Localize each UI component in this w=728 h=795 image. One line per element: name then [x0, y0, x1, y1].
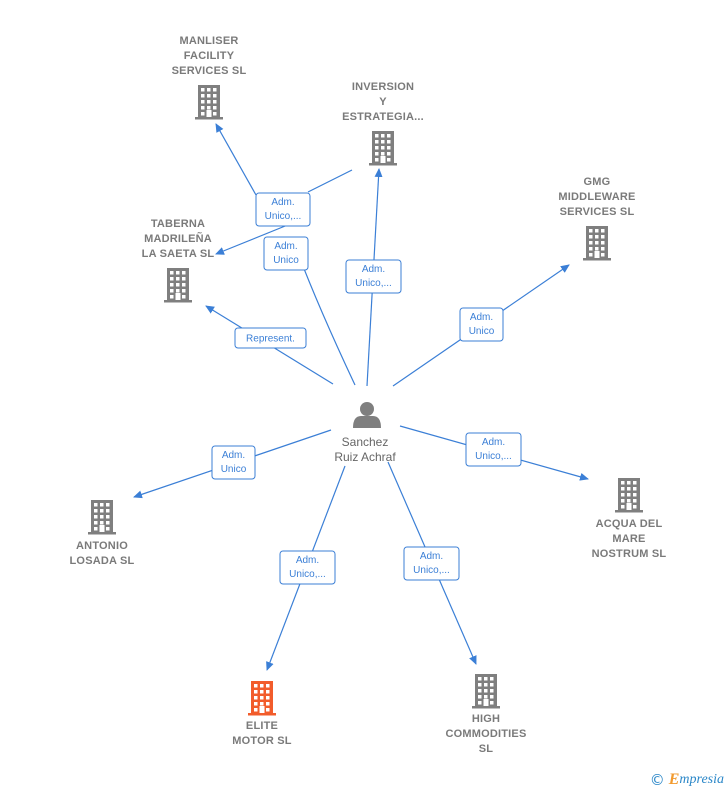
company-label-manliser-line: FACILITY — [184, 50, 235, 62]
company-label-inversion: INVERSION Y ESTRATEGIA... — [342, 81, 424, 123]
role-line: Unico,... — [475, 451, 512, 462]
company-label-acqua-line: NOSTRUM SL — [592, 548, 667, 560]
role-text: Adm. Unico,... — [265, 197, 302, 222]
role-line: Adm. — [482, 437, 505, 448]
company-label-elite-line: MOTOR SL — [232, 735, 292, 747]
role-text: Adm. Unico,... — [475, 437, 512, 462]
company-node-inversion[interactable]: INVERSION Y ESTRATEGIA... — [342, 81, 424, 166]
company-label-high-line: SL — [479, 743, 494, 755]
building-icon[interactable] — [472, 674, 500, 709]
company-label-taberna-line: MADRILEÑA — [144, 232, 212, 245]
role-line: Adm. — [274, 241, 297, 252]
role-line: Adm. — [222, 450, 245, 461]
role-line: Unico — [221, 464, 247, 475]
building-icon[interactable] — [369, 131, 397, 166]
company-label-gmg: GMG MIDDLEWARE SERVICES SL — [558, 176, 635, 218]
company-label-elite-line: ELITE — [246, 720, 278, 732]
company-node-high[interactable]: HIGH COMMODITIES SL — [445, 674, 526, 755]
company-node-manliser[interactable]: MANLISER FACILITY SERVICES SL — [172, 35, 247, 120]
empresia-brand[interactable]: © E mpresia — [650, 771, 724, 789]
company-node-gmg[interactable]: GMG MIDDLEWARE SERVICES SL — [558, 176, 635, 261]
role-text: Adm. Unico — [469, 312, 495, 337]
role-line: Represent. — [246, 334, 295, 345]
role-badge-elite[interactable]: Adm. Unico,... — [279, 550, 336, 585]
role-badge-acqua[interactable]: Adm. Unico,... — [465, 432, 522, 467]
company-label-acqua-line: ACQUA DEL — [596, 518, 663, 530]
company-label-manliser: MANLISER FACILITY SERVICES SL — [172, 35, 247, 77]
company-label-inversion-line: ESTRATEGIA... — [342, 111, 424, 123]
building-icon[interactable] — [583, 226, 611, 261]
building-icon[interactable] — [195, 85, 223, 120]
role-text: Represent. — [246, 334, 295, 345]
building-icon[interactable] — [248, 681, 276, 716]
role-badge-taberna[interactable]: Adm. Unico — [263, 236, 309, 271]
role-line: Adm. — [362, 264, 385, 275]
company-label-high-line: COMMODITIES — [445, 728, 526, 740]
role-badge-manliser[interactable]: Adm. Unico,... — [255, 192, 311, 227]
role-line: Unico,... — [355, 278, 392, 289]
building-icon[interactable] — [88, 500, 116, 535]
company-label-manliser-line: MANLISER — [179, 35, 238, 47]
brand-initial: E — [668, 771, 680, 788]
company-label-gmg-line: SERVICES SL — [560, 206, 635, 218]
role-text: Adm. Unico,... — [289, 555, 326, 580]
role-line: Unico,... — [265, 211, 302, 222]
company-label-inversion-line: Y — [379, 96, 387, 108]
building-icon[interactable] — [615, 478, 643, 513]
company-label-acqua: ACQUA DEL MARE NOSTRUM SL — [592, 518, 667, 560]
person-label-line: Ruiz Achraf — [334, 450, 396, 464]
company-label-antonio-line: LOSADA SL — [70, 555, 135, 567]
company-node-taberna[interactable]: TABERNA MADRILEÑA LA SAETA SL — [142, 218, 215, 303]
company-label-high-line: HIGH — [472, 713, 500, 725]
copyright-icon: © — [649, 771, 665, 789]
role-text: Adm. Unico,... — [355, 264, 392, 289]
company-label-high: HIGH COMMODITIES SL — [445, 713, 526, 755]
role-badge-taberna[interactable]: Represent. — [234, 327, 307, 349]
company-label-antonio-line: ANTONIO — [76, 540, 128, 552]
company-label-taberna: TABERNA MADRILEÑA LA SAETA SL — [142, 218, 215, 260]
role-text: Adm. Unico — [221, 450, 247, 475]
role-line: Unico,... — [413, 565, 450, 576]
role-badge-antonio[interactable]: Adm. Unico — [211, 445, 256, 480]
company-label-gmg-line: GMG — [584, 176, 611, 188]
role-badge-gmg[interactable]: Adm. Unico — [459, 307, 504, 342]
company-node-acqua[interactable]: ACQUA DEL MARE NOSTRUM SL — [592, 478, 667, 560]
company-label-taberna-line: TABERNA — [151, 218, 205, 230]
role-line: Adm. — [470, 312, 493, 323]
person-icon — [353, 402, 381, 428]
relation-arrow-manliser — [215, 123, 257, 196]
company-label-taberna-line: LA SAETA SL — [142, 248, 215, 260]
brand-name: mpresia — [679, 772, 724, 787]
role-line: Unico — [469, 326, 495, 337]
company-label-inversion-line: INVERSION — [352, 81, 414, 93]
role-line: Adm. — [296, 555, 319, 566]
company-node-elite[interactable]: ELITE MOTOR SL — [232, 681, 292, 747]
company-label-elite: ELITE MOTOR SL — [232, 720, 292, 747]
company-label-acqua-line: MARE — [612, 533, 645, 545]
role-badge-high[interactable]: Adm. Unico,... — [403, 546, 460, 581]
company-label-antonio: ANTONIO LOSADA SL — [70, 540, 135, 567]
building-icon[interactable] — [164, 268, 192, 303]
role-text: Adm. Unico,... — [413, 551, 450, 576]
person-label-line: Sanchez — [342, 435, 389, 449]
company-label-manliser-line: SERVICES SL — [172, 65, 247, 77]
role-text: Adm. Unico — [273, 241, 299, 266]
role-line: Unico,... — [289, 569, 326, 580]
role-line: Adm. — [420, 551, 443, 562]
role-line: Unico — [273, 255, 299, 266]
role-line: Adm. — [271, 197, 294, 208]
role-badge-inversion[interactable]: Adm. Unico,... — [345, 259, 402, 294]
company-label-gmg-line: MIDDLEWARE — [558, 191, 635, 203]
relation-line — [307, 169, 353, 193]
company-node-antonio[interactable]: ANTONIO LOSADA SL — [70, 500, 135, 567]
